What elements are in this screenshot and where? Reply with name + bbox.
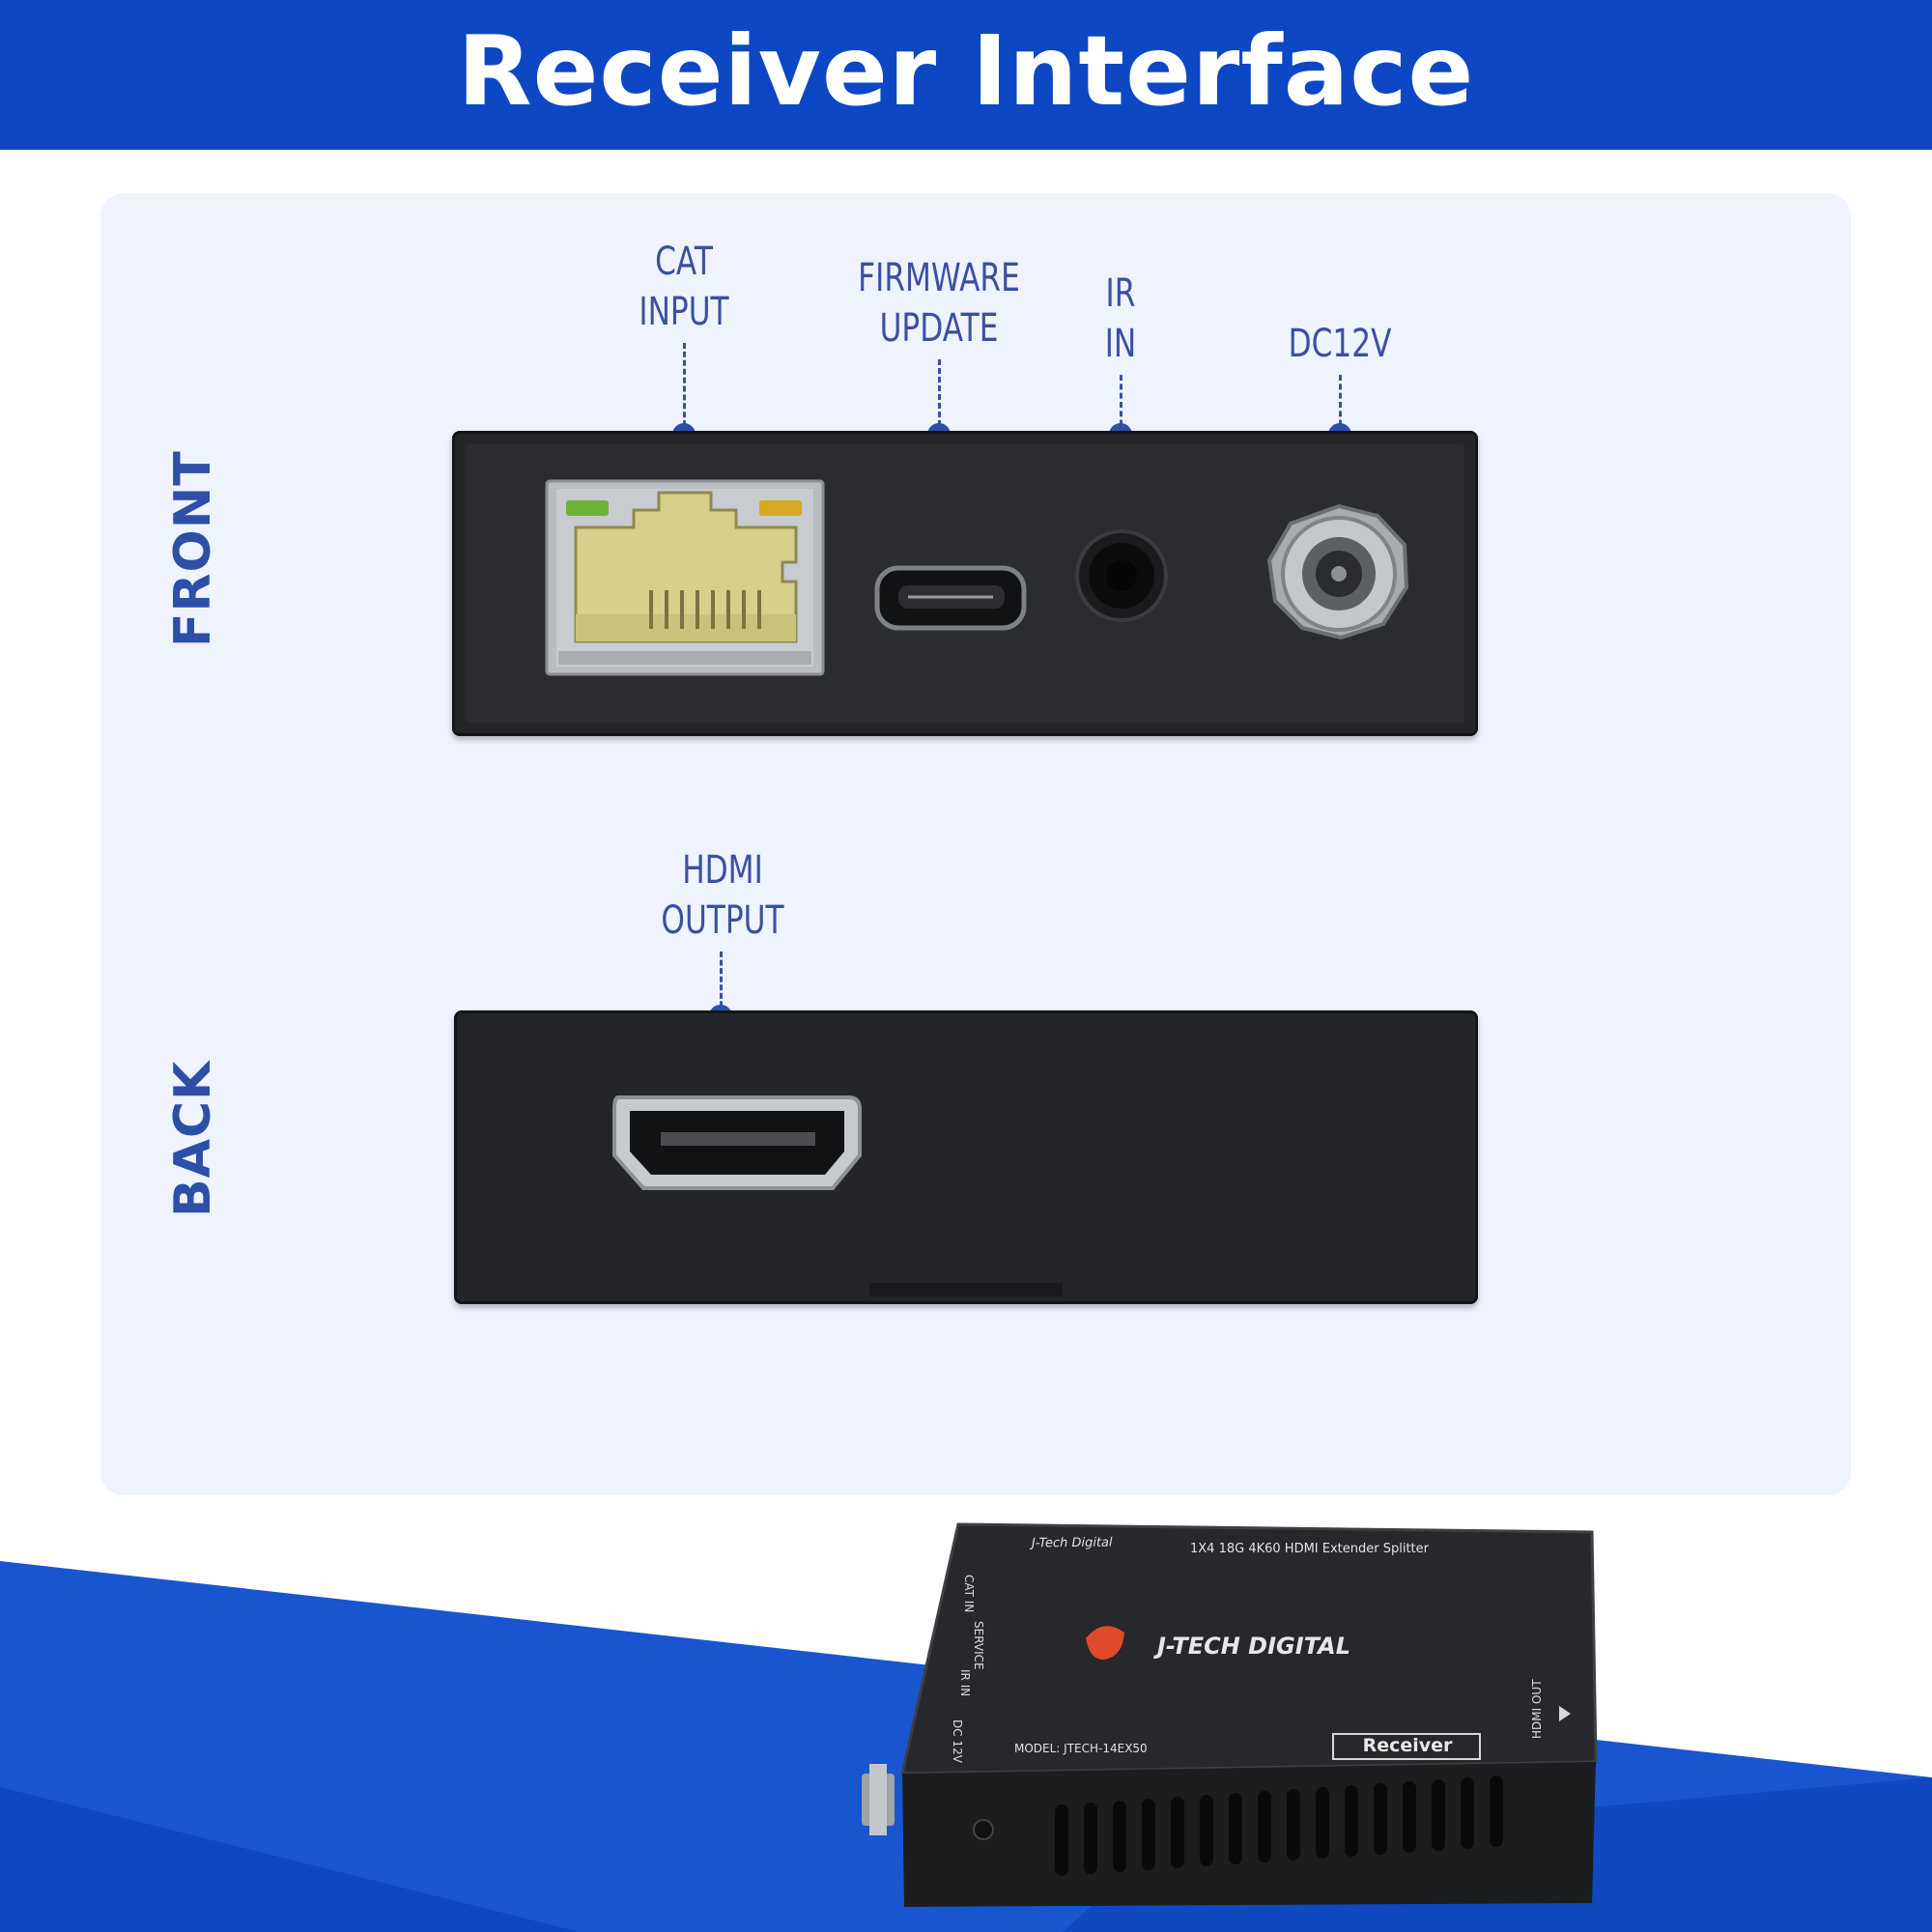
product-receiver-badge: Receiver bbox=[1362, 1735, 1453, 1756]
hdmi-port-icon bbox=[612, 1095, 862, 1190]
product-model: MODEL: JTECH-14EX50 bbox=[1014, 1742, 1148, 1755]
port-label-cat-in: CAT IN bbox=[962, 1575, 976, 1613]
callout-line bbox=[938, 359, 941, 435]
receiver-back-view bbox=[454, 1010, 1478, 1304]
header-banner: Receiver Interface bbox=[0, 0, 1932, 150]
callout-hdmi-output: HDMI OUTPUT bbox=[661, 848, 784, 943]
ir-jack-icon bbox=[1075, 529, 1168, 622]
receiver-front-view bbox=[452, 431, 1478, 736]
micro-usb-port-icon bbox=[874, 565, 1027, 631]
callout-firmware-update: FIRMWARE UPDATE bbox=[858, 256, 1020, 351]
page-title: Receiver Interface bbox=[457, 14, 1475, 128]
port-label-service: SERVICE bbox=[972, 1621, 985, 1670]
rj45-port-icon bbox=[545, 479, 825, 676]
callout-ir-in: IR IN bbox=[1104, 271, 1137, 366]
front-ports-graphic bbox=[545, 479, 1409, 676]
dc-connector-icon bbox=[862, 1764, 895, 1835]
port-label-hdmi-out: HDMI OUT bbox=[1530, 1679, 1544, 1739]
callout-line bbox=[720, 952, 723, 1015]
product-brand-small: J-Tech Digital bbox=[1031, 1535, 1113, 1551]
port-label-dc12v: DC 12V bbox=[951, 1719, 964, 1763]
port-label-ir-in: IR IN bbox=[958, 1669, 972, 1697]
callout-dc12v: DC12V bbox=[1288, 322, 1392, 366]
product-logo: J-TECH DIGITAL bbox=[1157, 1633, 1351, 1660]
callout-line bbox=[1339, 375, 1342, 435]
callout-cat-input: CAT INPUT bbox=[639, 240, 729, 334]
product-name-label: 1X4 18G 4K60 HDMI Extender Splitter bbox=[1190, 1542, 1429, 1556]
front-label: FRONT bbox=[164, 450, 222, 647]
callout-line bbox=[1120, 375, 1122, 435]
product-photo bbox=[862, 1522, 1598, 1907]
back-ports-graphic bbox=[612, 1095, 1063, 1296]
callout-line bbox=[683, 343, 686, 435]
back-label: BACK bbox=[164, 1060, 222, 1217]
dc-power-jack-icon bbox=[1266, 503, 1409, 640]
